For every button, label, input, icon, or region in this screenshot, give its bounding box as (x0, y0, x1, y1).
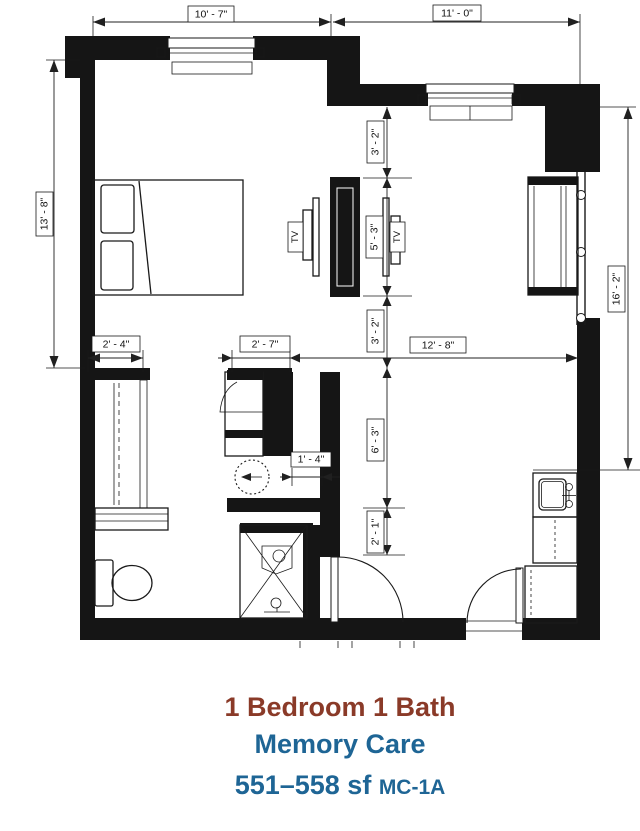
door-swing-arc (466, 568, 522, 624)
tv-bedroom-bracket (302, 209, 313, 261)
dimension-top: 10' - 7" 11' - 0" (92, 4, 581, 84)
plan-title: 1 Bedroom 1 Bath (224, 692, 455, 722)
bathroom-door (330, 556, 404, 623)
dimension-left: 13' - 8" (35, 59, 85, 369)
plan-unit-code: MC-1A (379, 776, 446, 799)
sink-arrow-icon (241, 473, 251, 481)
door-swing-arc (337, 556, 404, 623)
shower-seat (261, 545, 293, 575)
title-block: 1 Bedroom 1 Bath Memory Care 551–558 sf … (224, 692, 455, 800)
dimension-nook: 1' - 4" (280, 451, 340, 486)
dim-label-right: 16' - 2" (611, 272, 623, 305)
tv-label-bedroom: TV (290, 230, 301, 243)
hatch-ticks (299, 641, 415, 648)
plan-area: 551–558 sf (235, 770, 379, 800)
shower (239, 524, 308, 619)
wardrobe (527, 176, 579, 296)
window-living (417, 83, 521, 121)
interior-walls (85, 368, 340, 618)
dim-label-chain-3: 3' - 2" (370, 317, 382, 344)
tv-living-screen (382, 197, 390, 277)
dimension-chain: 3' - 2" 5' - 3" 3' - 2" 6' - 3" 2' - 1" (363, 107, 412, 556)
tv-bedroom-screen (312, 197, 320, 277)
dim-label-living-width: 12' - 8" (422, 340, 455, 352)
dim-label-vanity-width: 2' - 7" (252, 339, 279, 351)
plan-subtitle: Memory Care (254, 729, 425, 759)
dim-label-closet-width: 2' - 4" (103, 339, 130, 351)
dim-label-chain-4: 6' - 3" (370, 426, 382, 453)
dim-label-chain-5: 2' - 1" (370, 518, 382, 545)
tv-labels: TV TV (287, 221, 406, 253)
dim-label-chain-2: 5' - 3" (369, 223, 381, 250)
kitchen-cabinets (524, 516, 578, 624)
shower-drain (270, 597, 282, 609)
dim-label-nook-width: 1' - 4" (298, 454, 325, 466)
toilet (94, 559, 153, 607)
dim-label-top-left: 10' - 7" (195, 9, 228, 21)
dimension-mid-row: 2' - 4" 2' - 7" 12' - 8" (87, 335, 578, 372)
bed (92, 179, 244, 296)
vanity (219, 370, 270, 495)
tv-label-living: TV (392, 230, 403, 243)
closet (94, 379, 169, 531)
entry-door (466, 567, 524, 641)
kitchen-sink-unit (532, 472, 578, 518)
dim-label-left: 13' - 8" (39, 197, 51, 230)
window-band-right (576, 172, 586, 325)
tv-partition-wall (302, 177, 401, 297)
plan-area-line: 551–558 sf MC-1A (235, 770, 446, 800)
window-bedroom (156, 37, 265, 75)
dresser (94, 507, 169, 531)
dim-label-top-right: 11' - 0" (441, 8, 473, 20)
vanity-sink (234, 459, 270, 495)
dim-label-chain-1: 3' - 2" (370, 128, 382, 155)
dimension-right: 16' - 2" (533, 106, 640, 471)
